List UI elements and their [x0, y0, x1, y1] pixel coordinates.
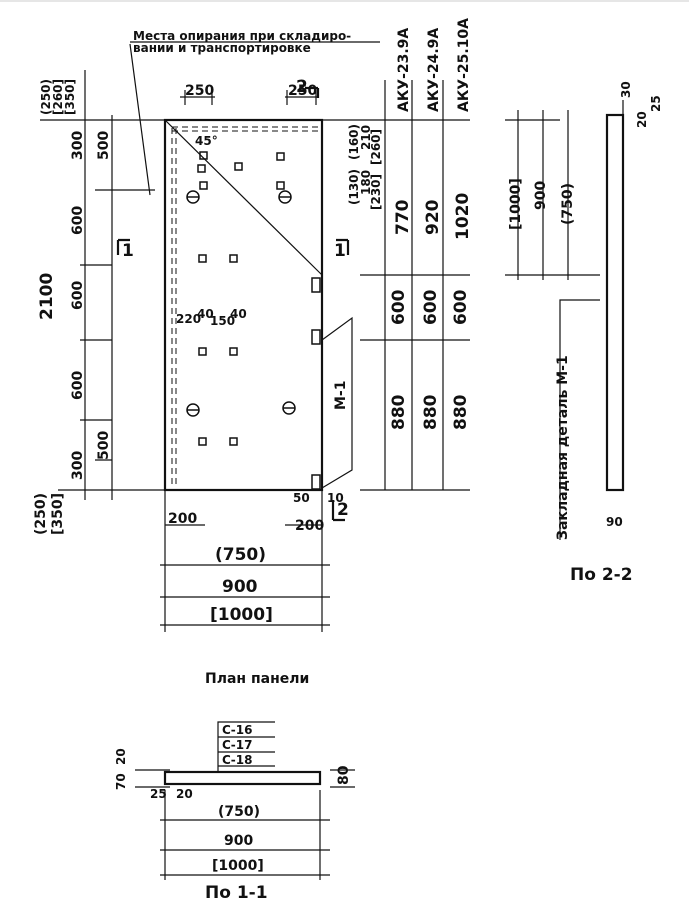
dim-300-bottom: 300: [70, 451, 86, 480]
brand-sub-180: 180: [359, 170, 373, 195]
dim-bottom-350: [350]: [50, 493, 66, 535]
left-dim-lines: [40, 70, 470, 500]
s22-dim-30: 30: [619, 81, 633, 98]
bottom-dim-10: 10: [327, 491, 344, 505]
dim-600-a: 600: [70, 206, 86, 235]
brand-sub-230: [230]: [369, 174, 383, 210]
bottom-dim-50: 50: [293, 491, 310, 505]
s11-dim-20w: 20: [176, 787, 193, 801]
s22-dim-1000: [1000]: [508, 178, 524, 230]
dim-top-250: (250): [39, 79, 53, 115]
section22-outline: [605, 113, 625, 492]
brand-1-top: 770: [393, 199, 413, 235]
embed-leader: [321, 316, 353, 489]
s11-dim-80: 80: [336, 765, 352, 785]
lifting-holes: [186, 190, 296, 417]
plan-title: План панели: [205, 671, 309, 687]
bottom-dim-200-left: 200: [168, 511, 197, 527]
brand-3-mid: 600: [451, 289, 471, 325]
bottom-dim-900: 900: [222, 577, 258, 597]
brand-2-name: АКУ-24.9А: [426, 28, 442, 112]
dim-500-top: 500: [96, 131, 112, 160]
s22-embed-label: Закладная деталь М-1: [555, 355, 571, 540]
top-dim-lines: [180, 90, 318, 105]
s11-dim-70: 70: [114, 773, 128, 790]
dim-top-350: [350]: [63, 79, 77, 115]
top-dim-right: 250: [288, 83, 317, 99]
inner-dim-150: 150: [210, 314, 235, 328]
bottom-dim-lines: [160, 490, 330, 632]
diagonal-line: [165, 120, 323, 276]
brand-sub-260: [260]: [369, 129, 383, 165]
note-line1: Места опирания при складиро-: [133, 29, 351, 43]
brand-sub-210: 210: [359, 125, 373, 150]
brand-1-name: АКУ-23.9А: [396, 28, 412, 112]
dim-top-260: [260]: [51, 79, 65, 115]
section-2-top-label: 2: [296, 77, 308, 97]
panel-hidden-lines: [171, 126, 318, 485]
note-line2: вании и транспортировке: [133, 41, 311, 55]
section22-title: По 2-2: [570, 565, 633, 585]
dim-600-c: 600: [70, 371, 86, 400]
embedded-squares: [197, 151, 321, 490]
s22-dim-90: 90: [606, 515, 623, 529]
s11-c17: С-17: [222, 738, 253, 752]
bottom-dim-750: (750): [215, 545, 266, 565]
dim-300-top: 300: [70, 131, 86, 160]
section-2-bottom: [331, 500, 345, 522]
section22-dims: [505, 100, 624, 540]
brand-2-mid: 600: [421, 289, 441, 325]
brand-dim-lines: [360, 80, 470, 491]
panel-outline: [163, 118, 324, 492]
inner-dim-220: 220: [176, 312, 201, 326]
note-leader: [129, 41, 380, 196]
s22-dim-25: 25: [649, 95, 663, 112]
section11-outline: [163, 770, 322, 786]
s22-dim-750: (750): [560, 183, 576, 225]
top-dim-left: 250: [185, 83, 214, 99]
brand-3-bot: 880: [451, 394, 471, 430]
s22-dim-900: 900: [533, 181, 549, 210]
section11-dims: [135, 721, 355, 880]
brand-3-top: 1020: [453, 193, 473, 240]
dim-2100: 2100: [37, 273, 57, 320]
section-1-left-label: 1: [122, 241, 134, 261]
angle-label: 45°: [195, 134, 218, 148]
section-1-right: [336, 238, 350, 255]
brand-1-mid: 600: [389, 289, 409, 325]
bottom-dim-1000: [1000]: [210, 605, 273, 625]
section-1-right-label: 1: [334, 241, 346, 261]
s11-dim-25: 25: [150, 787, 167, 801]
s11-dim-750: (750): [218, 804, 260, 820]
s22-dim-20: 20: [635, 111, 649, 128]
section-2-bottom-label: 2: [337, 500, 349, 520]
s11-c16: С-16: [222, 723, 253, 737]
s11-dim-900: 900: [224, 833, 253, 849]
s11-dim-20: 20: [114, 748, 128, 765]
section11-title: По 1-1: [205, 883, 268, 902]
bottom-dim-200-right: 200: [295, 518, 324, 534]
embed-label: М-1: [333, 381, 349, 410]
dim-500-bottom: 500: [96, 431, 112, 460]
brand-sub-160: (160): [347, 124, 361, 160]
s11-c18: С-18: [222, 753, 253, 767]
brand-1-bot: 880: [389, 394, 409, 430]
brand-3-name: АКУ-25.10А: [456, 18, 472, 112]
inner-dim-40b: 40: [230, 307, 247, 321]
section-2-top: [305, 86, 320, 98]
dim-600-b: 600: [70, 281, 86, 310]
brand-sub-130: (130): [347, 169, 361, 205]
brand-2-top: 920: [423, 199, 443, 235]
s11-dim-1000: [1000]: [212, 858, 264, 874]
dim-bottom-250: (250): [33, 493, 49, 535]
brand-2-bot: 880: [421, 394, 441, 430]
inner-dim-40a: 40: [197, 307, 214, 321]
section-1-left: [116, 238, 130, 255]
